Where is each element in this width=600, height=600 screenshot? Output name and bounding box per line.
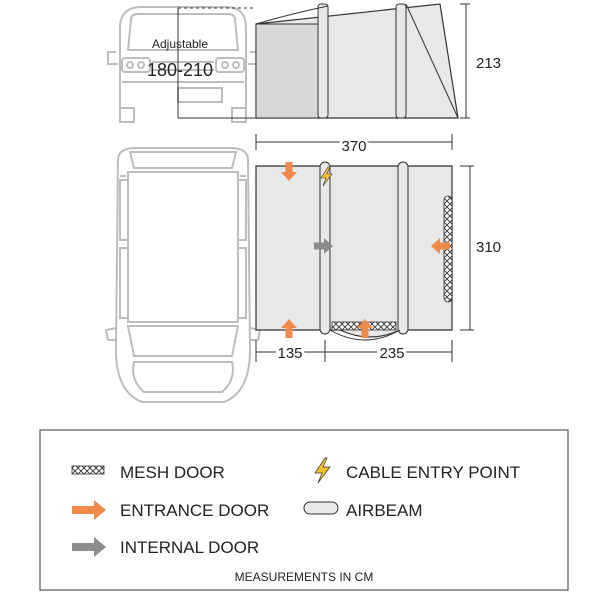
airbeam-legend-icon (303, 501, 339, 515)
car-front-view (107, 6, 259, 123)
awning-front-view (255, 3, 459, 119)
height-dimension (460, 3, 470, 119)
legend-mesh-door: MESH DOOR (120, 463, 225, 482)
height-dim-label: 213 (476, 55, 501, 72)
legend-airbeam: AIRBEAM (346, 501, 423, 520)
depth-dim-label: 310 (476, 239, 501, 256)
cable-entry-legend-icon (314, 457, 331, 484)
adjustable-range: 180-210 (147, 60, 213, 80)
awning-plan-view (255, 161, 453, 341)
length-dimension (255, 134, 453, 150)
entrance-door-legend-icon (72, 500, 106, 520)
depth-dimension (460, 165, 474, 331)
mesh-door-icon (71, 465, 105, 475)
legend-internal-door: INTERNAL DOOR (120, 538, 259, 557)
legend-cable-entry: CABLE ENTRY POINT (346, 463, 520, 482)
legend-footnote: MEASUREMENTS IN CM (235, 570, 374, 584)
adjustable-label: Adjustable (152, 37, 208, 51)
airbeam-rear (397, 161, 409, 335)
length-dim-label: 370 (341, 138, 366, 155)
front-segment-dim-label: 135 (277, 345, 302, 362)
cable-entry-icon (320, 166, 333, 187)
rear-segment-dim-label: 235 (379, 345, 404, 362)
legend-entrance-door: ENTRANCE DOOR (120, 501, 269, 520)
segment-dimensions (255, 340, 453, 362)
internal-door-legend-icon (72, 537, 106, 557)
adjustable-height-marker (177, 7, 256, 119)
car-plan-view (104, 147, 262, 403)
internal-door-arrow (314, 238, 333, 254)
